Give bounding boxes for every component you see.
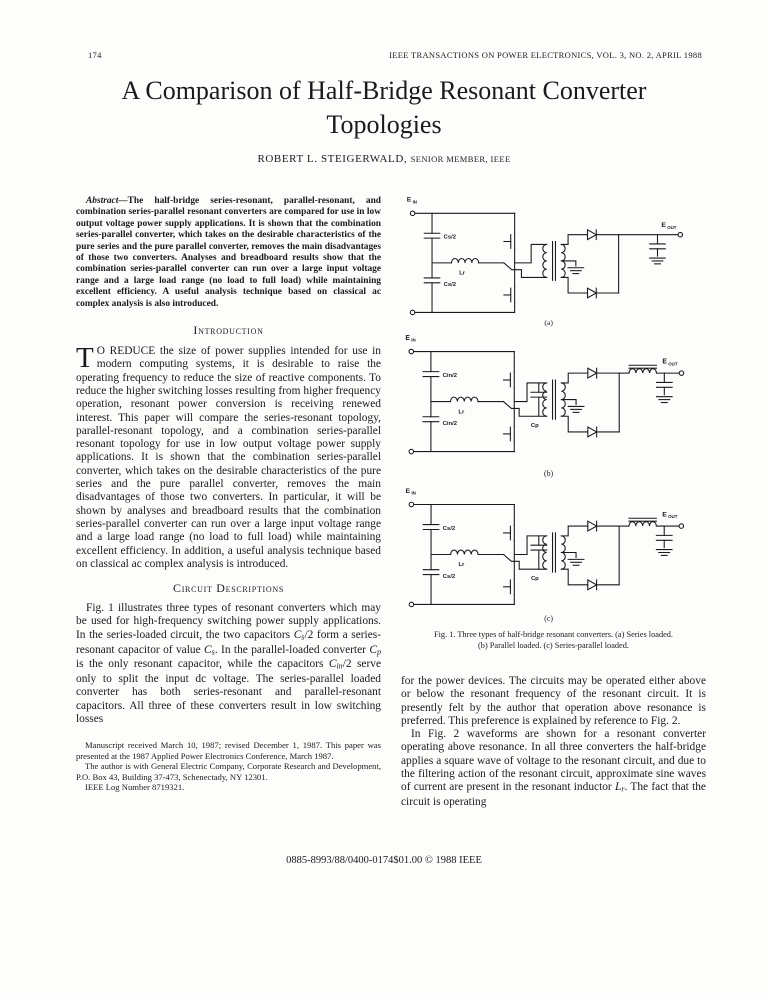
subfigure-tag-a: (a) [544, 318, 553, 327]
figure-1-caption: Fig. 1. Three types of half-bridge reson… [401, 630, 706, 651]
eout-label: E [662, 511, 667, 518]
copyright-line: 0885-8993/88/0400-0174$01.00 © 1988 IEEE [286, 855, 482, 866]
ein-label: E [405, 335, 410, 342]
cap-bottom-label: Cin/2 [443, 421, 458, 427]
introduction-paragraph-text: O REDUCE the size of power supplies inte… [76, 345, 381, 570]
figure-1: E IN Cs/2 Cs/2 Lr E OUT (a) [401, 190, 706, 651]
circuit-a-wiring [409, 210, 684, 316]
abstract: Abstract—The half-bridge series-resonant… [76, 196, 381, 310]
fig1-circuit-a-series-loaded: E IN Cs/2 Cs/2 Lr E OUT (a) [407, 197, 684, 327]
eout-label: E [661, 222, 666, 229]
circuit-c-wiring [408, 501, 685, 608]
section-heading-introduction: Introduction [193, 323, 264, 338]
inductor-label: Lr [458, 562, 465, 568]
running-head: 174 IEEE TRANSACTIONS ON POWER ELECTRONI… [88, 50, 702, 60]
title-line-1: A Comparison of Half-Bridge Resonant Con… [121, 76, 647, 105]
cap-top-label: Cs/2 [443, 526, 456, 532]
subfigure-tag-c: (c) [544, 614, 553, 623]
footnote-author-affiliation: The author is with General Electric Comp… [76, 761, 381, 782]
parallel-cap-label: Cp [531, 576, 539, 582]
section-heading-circuit-descriptions: Circuit Descriptions [172, 581, 284, 596]
cap-top-label: Cs/2 [444, 235, 457, 241]
footnote-manuscript: Manuscript received March 10, 1987; revi… [76, 740, 381, 761]
circuit-b-wiring [408, 348, 685, 455]
cap-bottom-label: Cs/2 [443, 574, 456, 580]
ein-label: E [406, 488, 411, 495]
fig1-circuit-b-parallel-loaded: E IN Cin/2 Cin/2 Lr Cp E OUT (b) [405, 335, 685, 478]
title-line-2: Topologies [326, 110, 442, 139]
page-number: 174 [88, 50, 102, 60]
footnote-block: Manuscript received March 10, 1987; revi… [76, 740, 381, 792]
cap-bottom-label: Cs/2 [444, 282, 457, 288]
eout-label: E [662, 358, 667, 365]
parallel-cap-label: Cp [531, 423, 539, 429]
right-column-paragraph-2: In Fig. 2 waveforms are shown for a reso… [401, 728, 706, 809]
author-line: ROBERT L. STEIGERWALD, SENIOR MEMBER, IE… [0, 153, 768, 165]
journal-line: IEEE TRANSACTIONS ON POWER ELECTRONICS, … [389, 50, 702, 60]
abstract-label: Abstract— [86, 196, 128, 206]
left-column: Abstract—The half-bridge series-resonant… [76, 190, 381, 809]
right-column-paragraph-1: for the power devices. The circuits may … [401, 675, 706, 727]
ein-subscript: IN [411, 491, 415, 496]
cap-top-label: Cin/2 [443, 373, 458, 379]
abstract-text: The half-bridge series-resonant, paralle… [76, 196, 381, 309]
ein-subscript: IN [411, 338, 415, 343]
eout-subscript: OUT [668, 514, 678, 519]
figure-1-caption-line-1: Fig. 1. Three types of half-bridge reson… [434, 630, 673, 639]
ein-subscript: IN [413, 200, 417, 205]
inductor-label: Lr [459, 271, 466, 277]
author-membership: SENIOR MEMBER, IEEE [410, 154, 511, 164]
figure-1-caption-line-2: (b) Parallel loaded. (c) Series-parallel… [478, 640, 629, 650]
ein-label: E [407, 197, 412, 204]
circuit-descriptions-paragraph: Fig. 1 illustrates three types of resona… [76, 602, 381, 725]
eout-subscript: OUT [668, 361, 678, 366]
right-column: E IN Cs/2 Cs/2 Lr E OUT (a) [401, 190, 706, 809]
paper-title: A Comparison of Half-Bridge Resonant Con… [0, 74, 768, 142]
subfigure-tag-b: (b) [544, 469, 554, 478]
dropcap: T [76, 342, 94, 375]
two-column-body: Abstract—The half-bridge series-resonant… [76, 190, 706, 809]
author-name: ROBERT L. STEIGERWALD, [257, 153, 408, 165]
eout-subscript: OUT [667, 225, 677, 230]
fig1-circuit-c-series-parallel-loaded: E IN Cs/2 Cs/2 Lr Cp E OUT (c) [406, 488, 685, 623]
footnote-ieee-log: IEEE Log Number 8719321. [85, 781, 185, 792]
inductor-label: Lr [458, 409, 465, 415]
